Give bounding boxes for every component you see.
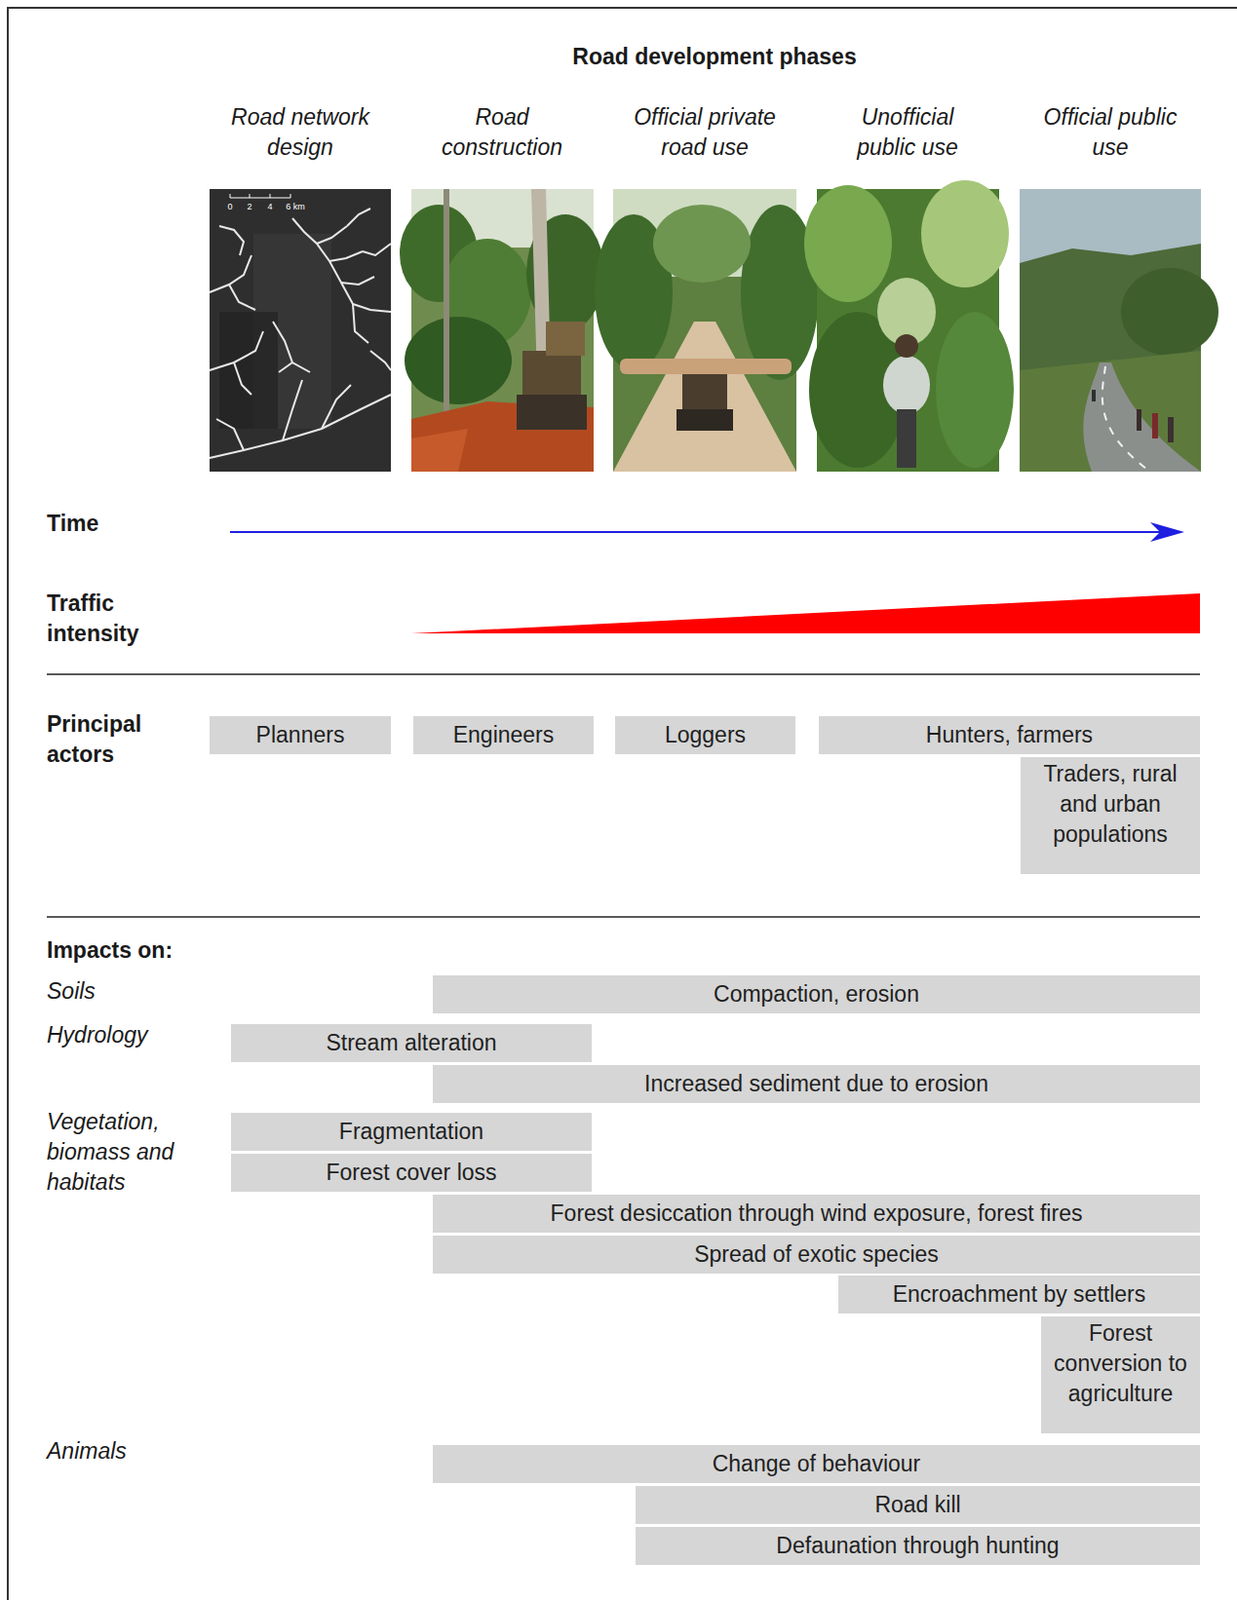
box-text: Forest cover loss (325, 1158, 497, 1189)
road-map (209, 189, 391, 472)
box-text: Engineers (453, 720, 555, 751)
box-text: Compaction, erosion (713, 979, 920, 1010)
category-label: Hydrology (46, 1020, 194, 1051)
paved-road-photo (1019, 189, 1219, 472)
construction-photo (399, 189, 605, 472)
box-text: Forest conversion to agriculture (1050, 1318, 1191, 1410)
box-text: Increased sediment due to erosion (644, 1069, 989, 1100)
scale-number: 2 (239, 201, 260, 212)
scale-number: 6 km (280, 201, 310, 212)
row-heading: Time (46, 508, 194, 540)
category-label: Soils (46, 976, 194, 1007)
impact-box: Increased sediment due to erosion (432, 1065, 1200, 1104)
frame (7, 7, 1237, 1600)
box-text: Change of behaviour (712, 1449, 922, 1480)
category-label: Vegetation, biomass and habitats (46, 1107, 194, 1199)
phase-heading: Official private road use (619, 102, 791, 163)
box-text: Encroachment by settlers (892, 1279, 1147, 1311)
box-text: Loggers (664, 720, 746, 751)
section-heading: Impacts on: (46, 935, 203, 967)
box-text: Defaunation through hunting (775, 1531, 1059, 1562)
impact-box: Stream alteration (231, 1024, 592, 1063)
impact-box: Fragmentation (231, 1113, 592, 1152)
impact-box: Encroachment by settlers (838, 1275, 1200, 1315)
traffic-wedge (411, 593, 1200, 634)
impact-box: Forest cover loss (231, 1154, 592, 1193)
box-text: Planners (256, 720, 346, 751)
phase-heading: Road construction (422, 102, 583, 163)
time-arrowhead (1150, 522, 1185, 542)
logging-photo (594, 189, 819, 472)
impact-box: Traders, rural and urban populations (1020, 757, 1200, 875)
divider-rule (46, 916, 1200, 919)
impact-box: Loggers (615, 716, 796, 755)
box-text: Hunters, farmers (926, 720, 1093, 751)
phase-heading: Unofficial public use (839, 102, 976, 163)
divider-rule (46, 673, 1200, 676)
box-text: Stream alteration (325, 1028, 497, 1059)
impact-box: Change of behaviour (432, 1445, 1200, 1484)
box-text: Forest desiccation through wind exposure… (550, 1198, 1083, 1230)
row-heading: Traffic intensity (46, 588, 169, 650)
impact-box: Forest desiccation through wind exposure… (432, 1195, 1200, 1234)
box-text: Fragmentation (339, 1117, 484, 1148)
box-text: Traders, rural and urban populations (1030, 759, 1191, 851)
motorbike-photo (804, 180, 1014, 472)
impact-box: Spread of exotic species (432, 1236, 1200, 1275)
row-heading: Principal actors (46, 709, 179, 771)
diagram-title: Road development phases (422, 41, 1007, 73)
impact-box: Hunters, farmers (818, 716, 1200, 755)
category-label: Animals (46, 1436, 194, 1468)
impact-box: Defaunation through hunting (635, 1527, 1200, 1566)
phase-heading: Road network design (212, 102, 388, 163)
phase-heading: Official public use (1030, 102, 1192, 163)
impact-box: Compaction, erosion (432, 975, 1200, 1014)
impact-box: Forest conversion to agriculture (1041, 1316, 1200, 1434)
impact-box: Road kill (635, 1486, 1200, 1525)
impact-box: Engineers (413, 716, 594, 755)
impact-box: Planners (209, 716, 391, 755)
time-arrow (230, 531, 1170, 534)
box-text: Road kill (874, 1490, 961, 1521)
scale-number: 4 (260, 201, 280, 212)
box-text: Spread of exotic species (694, 1239, 939, 1271)
scale-number: 0 (220, 201, 240, 212)
